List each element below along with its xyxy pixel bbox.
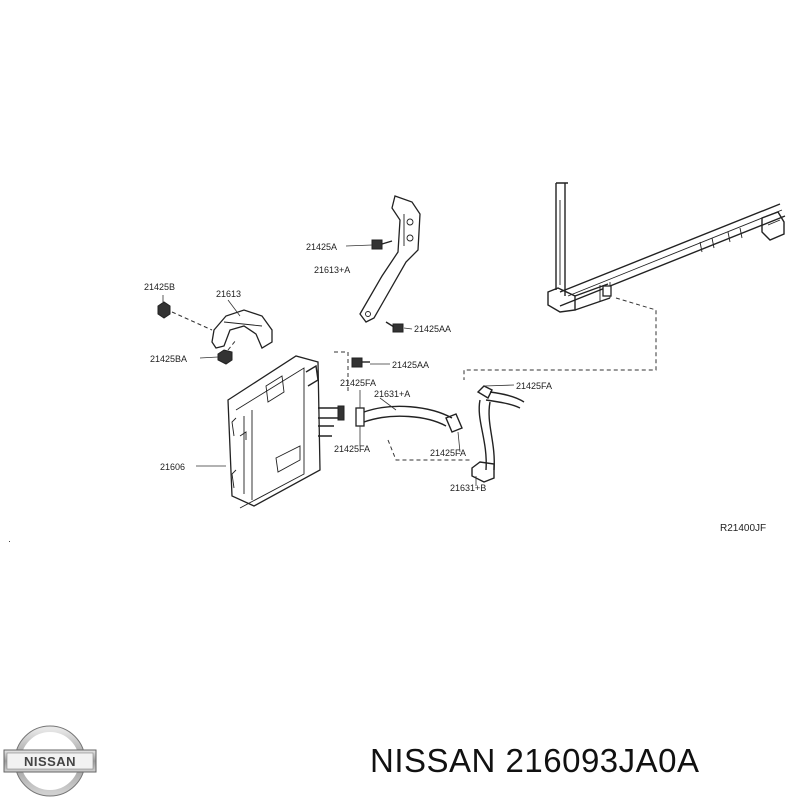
scan-mark: · bbox=[8, 536, 11, 546]
bracket-21613-a bbox=[359, 195, 421, 323]
label-21425fa-4: 21425FA bbox=[516, 381, 552, 391]
label-21425aa-1: 21425AA bbox=[414, 324, 451, 334]
label-21425fa-2: 21425FA bbox=[334, 444, 370, 454]
part-number-caption: NISSAN 216093JA0A bbox=[370, 742, 700, 779]
label-21631-a: 21631+A bbox=[374, 389, 410, 399]
hose-21631-b bbox=[471, 384, 525, 486]
hose-21631-a bbox=[318, 390, 463, 446]
bracket-21613 bbox=[211, 299, 273, 349]
logo-wordmark: NISSAN bbox=[24, 754, 76, 769]
label-21425a: 21425A bbox=[306, 242, 337, 252]
label-21425fa-1: 21425FA bbox=[340, 378, 376, 388]
label-21613: 21613 bbox=[216, 289, 241, 299]
bolt-21425aa-upper bbox=[385, 321, 413, 333]
label-21425aa-2: 21425AA bbox=[392, 360, 429, 370]
label-21425b: 21425B bbox=[144, 282, 175, 292]
radiator bbox=[547, 182, 786, 313]
label-21631-b: 21631+B bbox=[450, 483, 486, 493]
label-21425ba: 21425BA bbox=[150, 354, 187, 364]
oil-cooler-21606 bbox=[196, 355, 321, 509]
nut-21425ba bbox=[199, 339, 237, 365]
label-21613-a: 21613+A bbox=[314, 265, 350, 275]
bolt-21425a bbox=[345, 239, 393, 250]
bolt-21425aa-lower bbox=[351, 357, 390, 368]
bolt-21425b bbox=[157, 295, 213, 331]
reference-code: R21400JF bbox=[720, 523, 766, 534]
label-21425fa-3: 21425FA bbox=[430, 448, 466, 458]
nissan-logo: NISSAN bbox=[3, 725, 97, 797]
label-21606: 21606 bbox=[160, 462, 185, 472]
